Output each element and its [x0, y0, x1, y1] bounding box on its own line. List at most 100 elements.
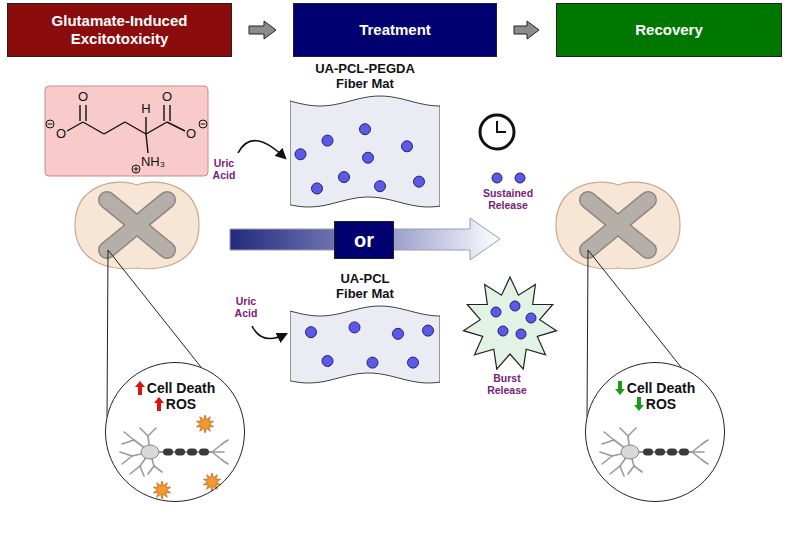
process-label: Uric Acid — [206, 158, 242, 181]
dendrite — [620, 428, 628, 436]
dendrite — [702, 440, 708, 444]
charge-symbol — [201, 124, 206, 125]
chemical-bond — [146, 134, 148, 153]
myelin-sheath — [175, 449, 185, 456]
clock-hands — [497, 121, 506, 132]
stage-title: Glutamate-Induced Excitotoxicity — [16, 12, 223, 48]
indicator-row: Cell Death — [586, 380, 724, 396]
or-box: or — [334, 221, 394, 259]
process-label: Sustained Release — [472, 188, 544, 211]
dendrite — [692, 452, 702, 460]
chemical-bond — [104, 122, 125, 134]
chemical-bond — [67, 122, 83, 131]
cell-body — [141, 445, 159, 459]
cell-body — [621, 445, 639, 459]
myelin-sheath — [679, 449, 689, 456]
myelin-sheath — [667, 449, 677, 456]
change-arrow-shape — [135, 381, 145, 395]
ros-burst — [203, 473, 220, 491]
chemical-bond — [163, 105, 164, 121]
dendrite — [620, 466, 624, 476]
gray-matter — [107, 200, 167, 250]
uric-acid-dot — [339, 171, 350, 182]
chemical-bond — [125, 122, 146, 134]
uric-acid-dot — [408, 357, 419, 368]
uric-acid-dot — [363, 152, 374, 163]
uric-acid-dot — [492, 173, 502, 183]
mat-title: UA-PCL Fiber Mat — [325, 272, 405, 302]
atom-label: O — [56, 127, 66, 141]
dendrite — [628, 466, 634, 474]
mat-title: UA-PCL-PEGDA Fiber Mat — [305, 62, 425, 92]
uric-acid-dot — [349, 322, 360, 333]
dendrite — [130, 466, 140, 474]
spinal-cord — [556, 182, 680, 269]
uric-acid-dot — [393, 328, 404, 339]
process-label: Uric Acid — [228, 296, 264, 319]
stage-title: Recovery — [635, 21, 703, 39]
myelin-sheath — [643, 449, 653, 456]
chemical-bond — [145, 117, 146, 134]
fiber-mat: UA-PCL-PEGDA Fiber Mat — [290, 62, 440, 209]
uric-acid-dot — [322, 135, 333, 146]
gray-matter — [588, 200, 648, 250]
atom-label: NH₃ — [141, 155, 165, 169]
uric-acid-dot — [515, 173, 525, 183]
charge-symbol — [132, 165, 140, 173]
stage-title: Treatment — [359, 21, 431, 39]
chemical-bond — [85, 105, 86, 121]
uric-acid-dot — [526, 313, 536, 323]
mat-outline — [290, 96, 440, 207]
myelin-sheath — [655, 449, 665, 456]
uric-acid-dot — [367, 357, 378, 368]
atom-label: H — [141, 102, 150, 116]
dendrite — [212, 452, 222, 460]
ros-burst — [153, 481, 170, 499]
indicator-row: ROS — [106, 396, 244, 412]
zoom-circle-fill — [105, 362, 245, 502]
chemical-bond — [169, 105, 170, 121]
zoom-line — [107, 250, 108, 420]
uric-acid-dot — [414, 176, 425, 187]
chemical-bond — [146, 122, 167, 134]
change-arrow — [615, 381, 625, 395]
dendrite — [628, 428, 636, 436]
charge-symbol — [136, 167, 137, 172]
stage-box: Glutamate-Induced Excitotoxicity — [7, 3, 232, 57]
myelin-sheath — [163, 449, 173, 456]
mat-shape — [290, 305, 440, 385]
myelin-sheath — [199, 449, 209, 456]
dendrite — [634, 466, 642, 472]
gray-matter — [107, 200, 167, 250]
gray-matter — [107, 200, 167, 250]
burst-shape — [463, 277, 556, 369]
atom-label: O — [78, 90, 88, 104]
effect-text: Cell Death — [147, 380, 215, 396]
dendrite — [122, 456, 132, 464]
uric-acid-dot — [516, 329, 526, 339]
ros-burst — [196, 415, 213, 433]
change-arrow-shape — [634, 397, 644, 411]
uric-acid-dot — [322, 355, 333, 366]
charge-symbol — [199, 120, 207, 128]
dendrite — [140, 428, 148, 436]
uric-acid-dot — [360, 124, 371, 135]
stage-box: Recovery — [556, 3, 782, 57]
zoom-circle: Cell DeathROS — [105, 362, 245, 502]
effect-text: Cell Death — [627, 380, 695, 396]
uric-acid-dot — [402, 141, 413, 152]
uric-acid-dot — [312, 183, 323, 194]
dendrite — [148, 428, 156, 436]
dendrite — [122, 440, 134, 444]
mat-outline — [290, 306, 440, 383]
gradient-arrow — [230, 218, 500, 260]
change-arrow-shape — [154, 397, 164, 411]
mat-shape — [290, 95, 440, 209]
charge-symbol — [48, 124, 53, 125]
indicator-row: Cell Death — [106, 380, 244, 396]
dendrite — [702, 460, 708, 464]
effect-text: ROS — [166, 396, 196, 412]
fiber-mat: UA-PCL Fiber Mat — [290, 272, 440, 385]
